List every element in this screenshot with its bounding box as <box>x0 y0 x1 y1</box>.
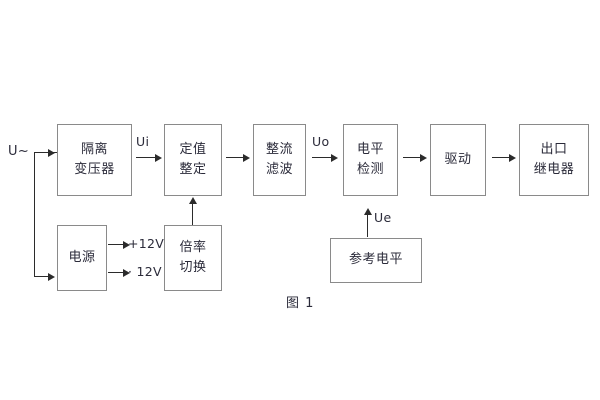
arrowhead-reference-to-level <box>363 208 372 215</box>
arrowhead-multiplier-to-setting <box>188 197 197 204</box>
arrowhead-setting-to-rectifier <box>243 153 250 162</box>
wire-transformer-to-setting <box>136 157 158 159</box>
arrowhead-level-to-driver <box>420 153 427 162</box>
block-level-detection-line2: 检测 <box>356 162 384 177</box>
wire-rectifier-to-level <box>312 157 334 159</box>
block-power-supply[interactable]: 电源 <box>57 225 107 291</box>
arrowhead-rail-positive <box>123 240 130 249</box>
block-isolation-transformer[interactable]: 隔离 变压器 <box>57 124 132 196</box>
arrowhead-rectifier-to-level <box>331 153 338 162</box>
figure-caption: 图 1 <box>286 296 315 311</box>
wire-to-transformer <box>34 152 50 154</box>
block-multiplier-switch[interactable]: 倍率 切换 <box>164 225 222 291</box>
block-driver-line1: 驱动 <box>444 151 472 167</box>
block-isolation-transformer-line2: 变压器 <box>74 162 115 177</box>
wire-input-bus <box>34 152 36 277</box>
arrowhead-transformer-to-setting <box>155 153 162 162</box>
arrowhead-driver-to-relay <box>509 153 516 162</box>
block-rectifier-filter-line2: 滤波 <box>265 162 293 177</box>
wire-reference-to-level <box>367 213 369 237</box>
wire-rail-positive <box>108 244 125 246</box>
signal-label-ue: Ue <box>374 210 392 225</box>
block-rectifier-filter[interactable]: 整流 滤波 <box>253 124 306 196</box>
block-driver[interactable]: 驱动 <box>430 124 486 196</box>
arrowhead-to-power-supply <box>48 272 55 281</box>
block-output-relay[interactable]: 出口 继电器 <box>519 124 589 196</box>
block-setting-adjustment[interactable]: 定值 整定 <box>164 124 222 196</box>
block-power-supply-line1: 电源 <box>68 249 96 265</box>
block-multiplier-switch-line1: 倍率 <box>179 239 207 255</box>
block-isolation-transformer-line1: 隔离 <box>80 141 108 157</box>
wire-multiplier-to-setting <box>192 202 194 225</box>
label-rail-negative: · 12V <box>128 264 162 279</box>
wire-driver-to-relay <box>492 157 512 159</box>
block-multiplier-switch-line2: 切换 <box>179 260 207 275</box>
signal-label-uo: Uo <box>312 134 330 149</box>
block-reference-level[interactable]: 参考电平 <box>330 238 422 283</box>
block-reference-level-line1: 参考电平 <box>348 252 403 268</box>
block-output-relay-line2: 继电器 <box>533 162 575 177</box>
arrowhead-rail-negative <box>123 268 130 277</box>
input-label-u: U~ <box>8 144 30 159</box>
block-setting-adjustment-line1: 定值 <box>179 141 207 157</box>
block-output-relay-line1: 出口 <box>540 141 568 157</box>
block-rectifier-filter-line1: 整流 <box>265 141 293 157</box>
wire-setting-to-rectifier <box>226 157 246 159</box>
wire-to-power-supply <box>34 276 50 278</box>
label-rail-positive: +12V <box>128 236 165 251</box>
block-level-detection[interactable]: 电平 检测 <box>343 124 398 196</box>
wire-level-to-driver <box>403 157 423 159</box>
wire-rail-negative <box>108 272 125 274</box>
block-setting-adjustment-line2: 整定 <box>179 162 207 177</box>
block-level-detection-line1: 电平 <box>356 141 384 157</box>
signal-label-ui: Ui <box>136 134 150 149</box>
arrowhead-to-transformer <box>48 148 55 157</box>
